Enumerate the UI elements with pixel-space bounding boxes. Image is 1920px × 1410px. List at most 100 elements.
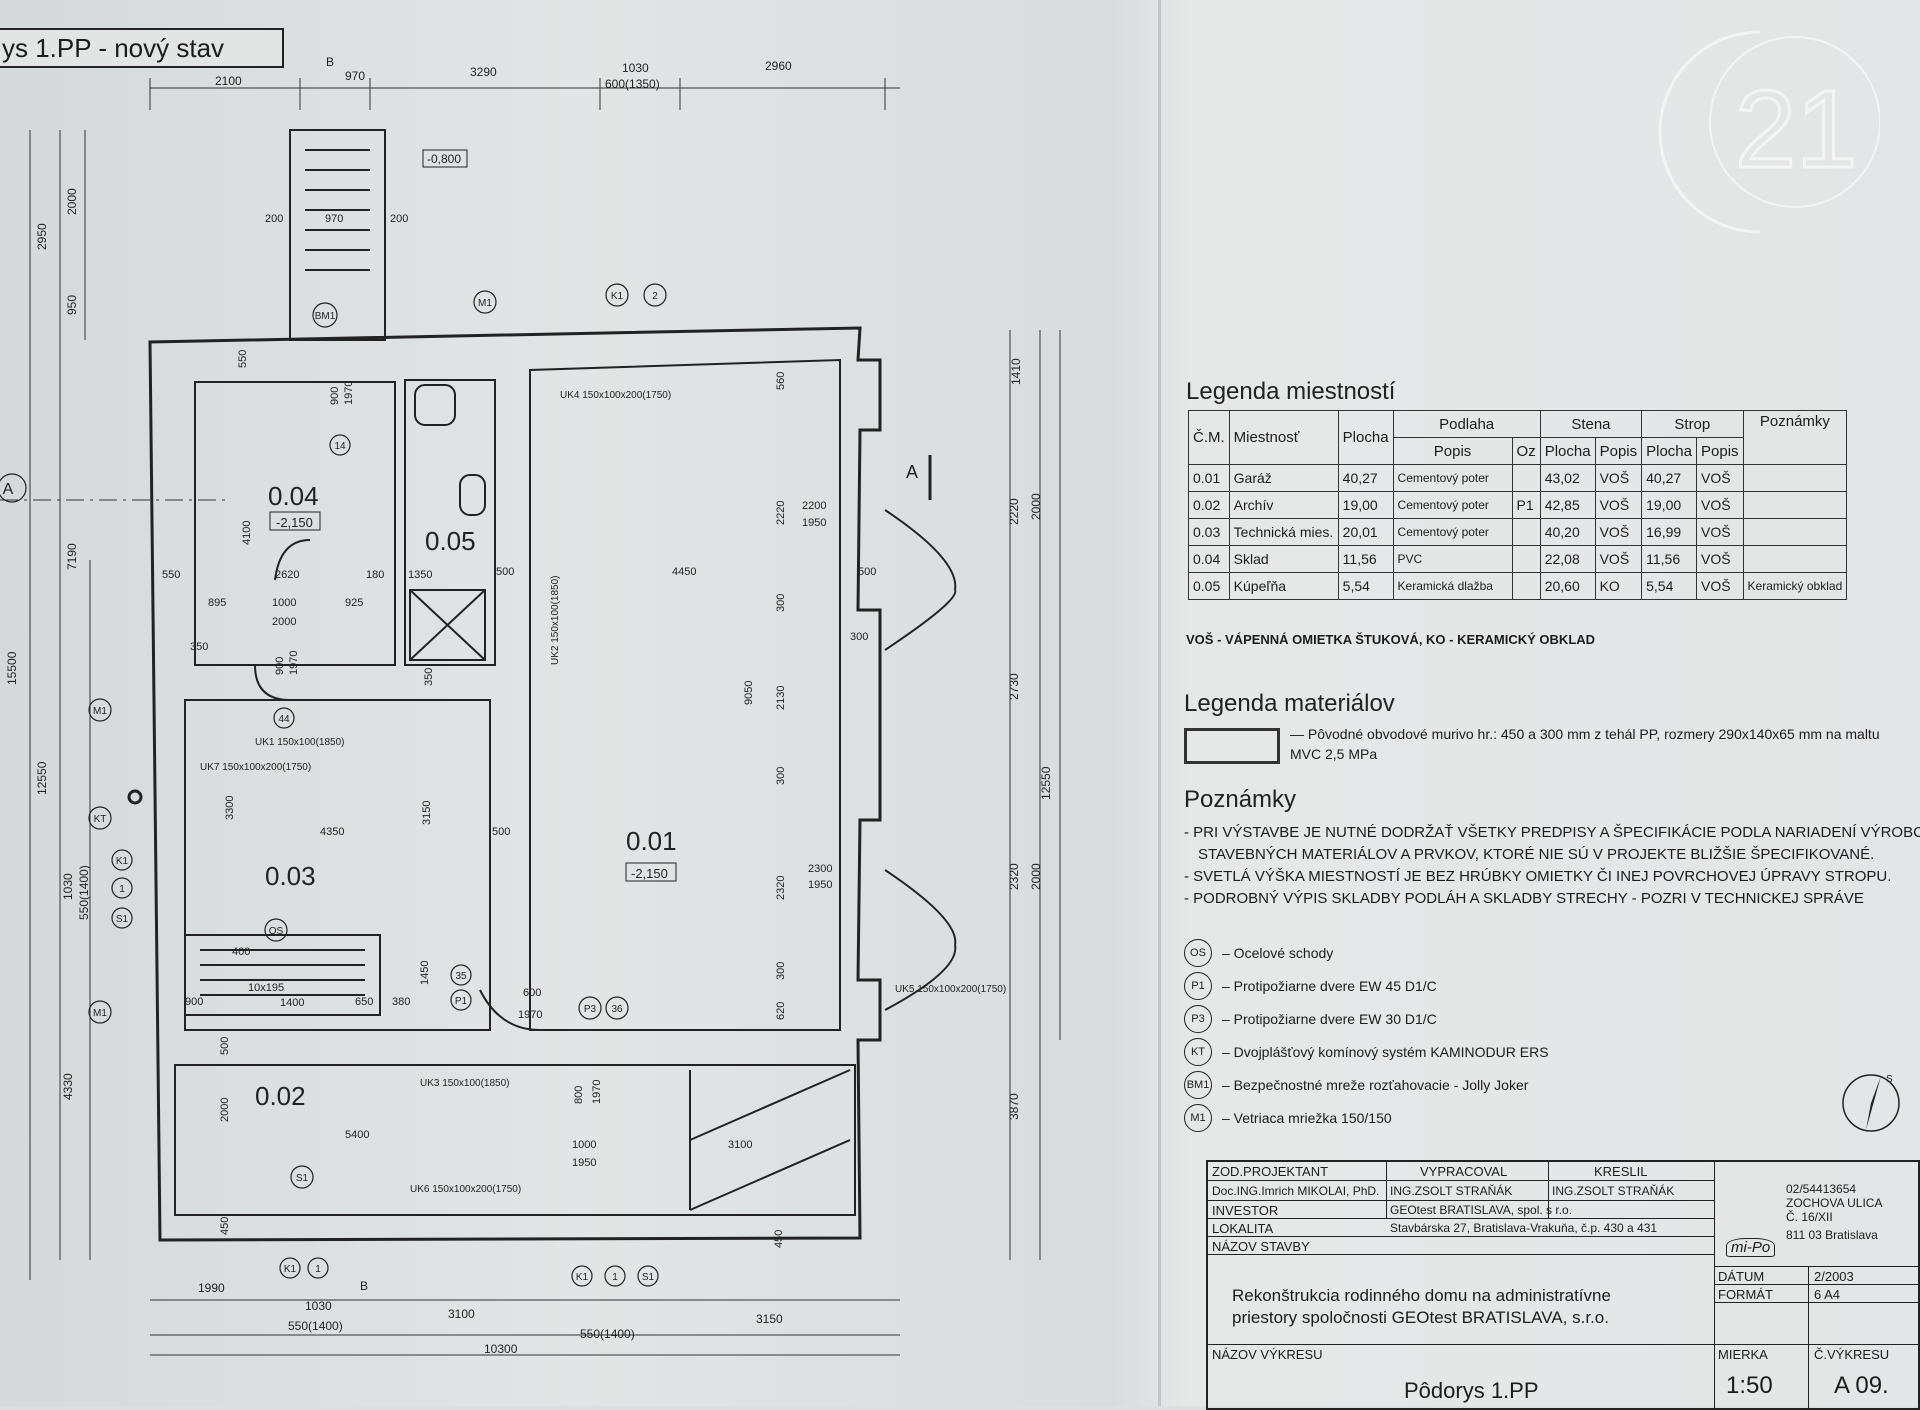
cell: VOŠ (1594, 545, 1643, 573)
tb-investor-value: GEOtest BRATISLAVA, spol. s r.o. (1390, 1203, 1573, 1217)
lintel-label: UK3 150x100(1850) (420, 1078, 510, 1089)
dim: 2000 (1029, 863, 1043, 890)
material-swatch (1184, 728, 1280, 764)
dim: 900 (274, 657, 286, 675)
dim: 450 (773, 1230, 785, 1248)
dim: 500 (219, 1037, 231, 1055)
dim: 3300 (224, 796, 236, 820)
dim: 1000 (272, 597, 296, 609)
tag-k1: K1 (284, 1264, 297, 1275)
cell: 0.04 (1188, 545, 1230, 573)
dim: 1350 (408, 569, 432, 581)
col-oz: Oz (1511, 437, 1541, 465)
symbol-row: P3– Protipožiarne dvere EW 30 D1/C (1184, 1002, 1549, 1035)
cell: VOŠ (1696, 518, 1744, 546)
table-row: 0.03 Technická mies. 20,01 Cementový pot… (1188, 518, 1848, 546)
dim: 200 (390, 213, 408, 225)
tb-company-city: 811 03 Bratislava (1786, 1228, 1878, 1242)
symbol-row: BM1– Bezpečnostné mreže rozťahovacie - J… (1184, 1068, 1549, 1101)
rooms-table: Č.M. Miestnosť Plocha Podlaha Stena Stro… (1188, 410, 1848, 600)
cell: 40,27 (1641, 464, 1697, 492)
dim: 550(1400) (288, 1319, 343, 1333)
cell: Archív (1228, 491, 1339, 519)
tb-company-street: ZOCHOVA ULICA (1786, 1196, 1883, 1210)
floor-plan: 0.04 -2,150 0.05 0.01 -2,150 0.03 0.02 -… (0, 55, 1061, 1356)
symbol-code: OS (1184, 938, 1212, 967)
dim: 2950 (35, 223, 49, 250)
lintel-label: UK6 150x100x200(1750) (410, 1184, 521, 1195)
tb-vyprac-label: VYPRACOVAL (1420, 1164, 1508, 1179)
cell (1742, 545, 1848, 573)
note-line: - PODROBNÝ VÝPIS SKLADBY PODLÁH A SKLADB… (1184, 890, 1864, 907)
cell: 42,85 (1539, 491, 1596, 519)
notes-list: - PRI VÝSTAVBE JE NUTNÉ DODRŽAŤ VŠETKY P… (1184, 822, 1920, 910)
tag-os: OS (269, 926, 284, 937)
col-notes: Poznámky (1742, 410, 1848, 465)
tag-k1: K1 (611, 291, 624, 302)
dim: 2960 (765, 59, 792, 73)
tb-mierka-value: 1:50 (1726, 1372, 1773, 1399)
dim: 300 (775, 767, 787, 785)
dim: 9050 (743, 681, 755, 705)
tag-m1: M1 (478, 298, 492, 309)
cell: 0.05 (1188, 572, 1230, 600)
dim: 2000 (1029, 493, 1043, 520)
cell: P1 (1511, 491, 1541, 519)
dim: 1970 (288, 651, 300, 675)
cell: Garáž (1228, 464, 1339, 492)
dim: 1950 (802, 517, 826, 529)
dim: 2130 (775, 686, 787, 710)
dim: 500 (858, 566, 876, 578)
tb-mierka-label: MIERKA (1718, 1347, 1768, 1362)
cell (1511, 518, 1541, 546)
dim: 3150 (421, 801, 433, 825)
symbol-row: P1– Protipožiarne dvere EW 45 D1/C (1184, 969, 1549, 1002)
symbol-row: KT– Dvojplášťový komínový systém KAMINOD… (1184, 1035, 1549, 1068)
symbol-text: – Protipožiarne dvere EW 30 D1/C (1222, 1010, 1437, 1027)
cell: VOŠ (1696, 464, 1744, 492)
tag: 1 (315, 1264, 321, 1275)
level-outside: -0,800 (427, 152, 461, 166)
dim: 970 (345, 69, 365, 83)
dim: 1030 (61, 873, 75, 900)
tag-k1: K1 (576, 1272, 589, 1283)
title-block: ZOD.PROJEKTANT Doc.ING.Imrich MIKOLAI, P… (1206, 1160, 1920, 1410)
dim: 15500 (5, 651, 19, 685)
tb-zod-value: Doc.ING.Imrich MIKOLAI, PhD. (1212, 1184, 1380, 1198)
dim: 1400 (280, 997, 304, 1009)
dim: 900 (329, 387, 341, 405)
symbol-text: – Dvojplášťový komínový systém KAMINODUR… (1222, 1043, 1549, 1060)
dim: 2200 (802, 500, 826, 512)
cell: 5,54 (1337, 572, 1394, 600)
tag-s1: S1 (642, 1272, 655, 1283)
col-wall-area: Plocha (1539, 437, 1596, 465)
logo-text: 21 (1735, 68, 1857, 191)
dim: 7190 (65, 543, 79, 570)
dim: 2320 (775, 876, 787, 900)
dim: 800 (573, 1086, 585, 1104)
cell: Keramický obklad (1742, 572, 1848, 600)
cell: Cementový poter (1392, 491, 1513, 519)
dim: 380 (392, 996, 410, 1008)
dim: 2220 (1007, 498, 1021, 525)
tag: 14 (334, 441, 346, 452)
dim: 2000 (272, 616, 296, 628)
tag-kt: KT (94, 814, 107, 825)
cell: 40,20 (1539, 518, 1596, 546)
section-marker-b: B (360, 1279, 368, 1293)
cell (1742, 464, 1848, 492)
note-line: - PRI VÝSTAVBE JE NUTNÉ DODRŽAŤ VŠETKY P… (1184, 824, 1920, 841)
symbol-legend: OS– Ocelové schody P1– Protipožiarne dve… (1184, 936, 1549, 1134)
tb-nazov-stavby-2: priestory spoločnosti GEOtest BRATISLAVA… (1232, 1308, 1609, 1327)
lintel-label: UK4 150x100x200(1750) (560, 390, 671, 401)
section-marker-b: B (326, 55, 334, 69)
tb-lokalita-value: Stavbárska 27, Bratislava-Vrakuňa, č.p. … (1390, 1221, 1658, 1235)
dim: 350 (190, 641, 208, 653)
dim: 2220 (775, 501, 787, 525)
tb-company-no: Č. 16/XII (1786, 1210, 1833, 1224)
cell: 40,27 (1337, 464, 1394, 492)
tag-m1: M1 (93, 1008, 107, 1019)
dim: 600(1350) (605, 77, 660, 91)
tag-p3: P3 (584, 1004, 597, 1015)
cell: 20,60 (1539, 572, 1596, 600)
